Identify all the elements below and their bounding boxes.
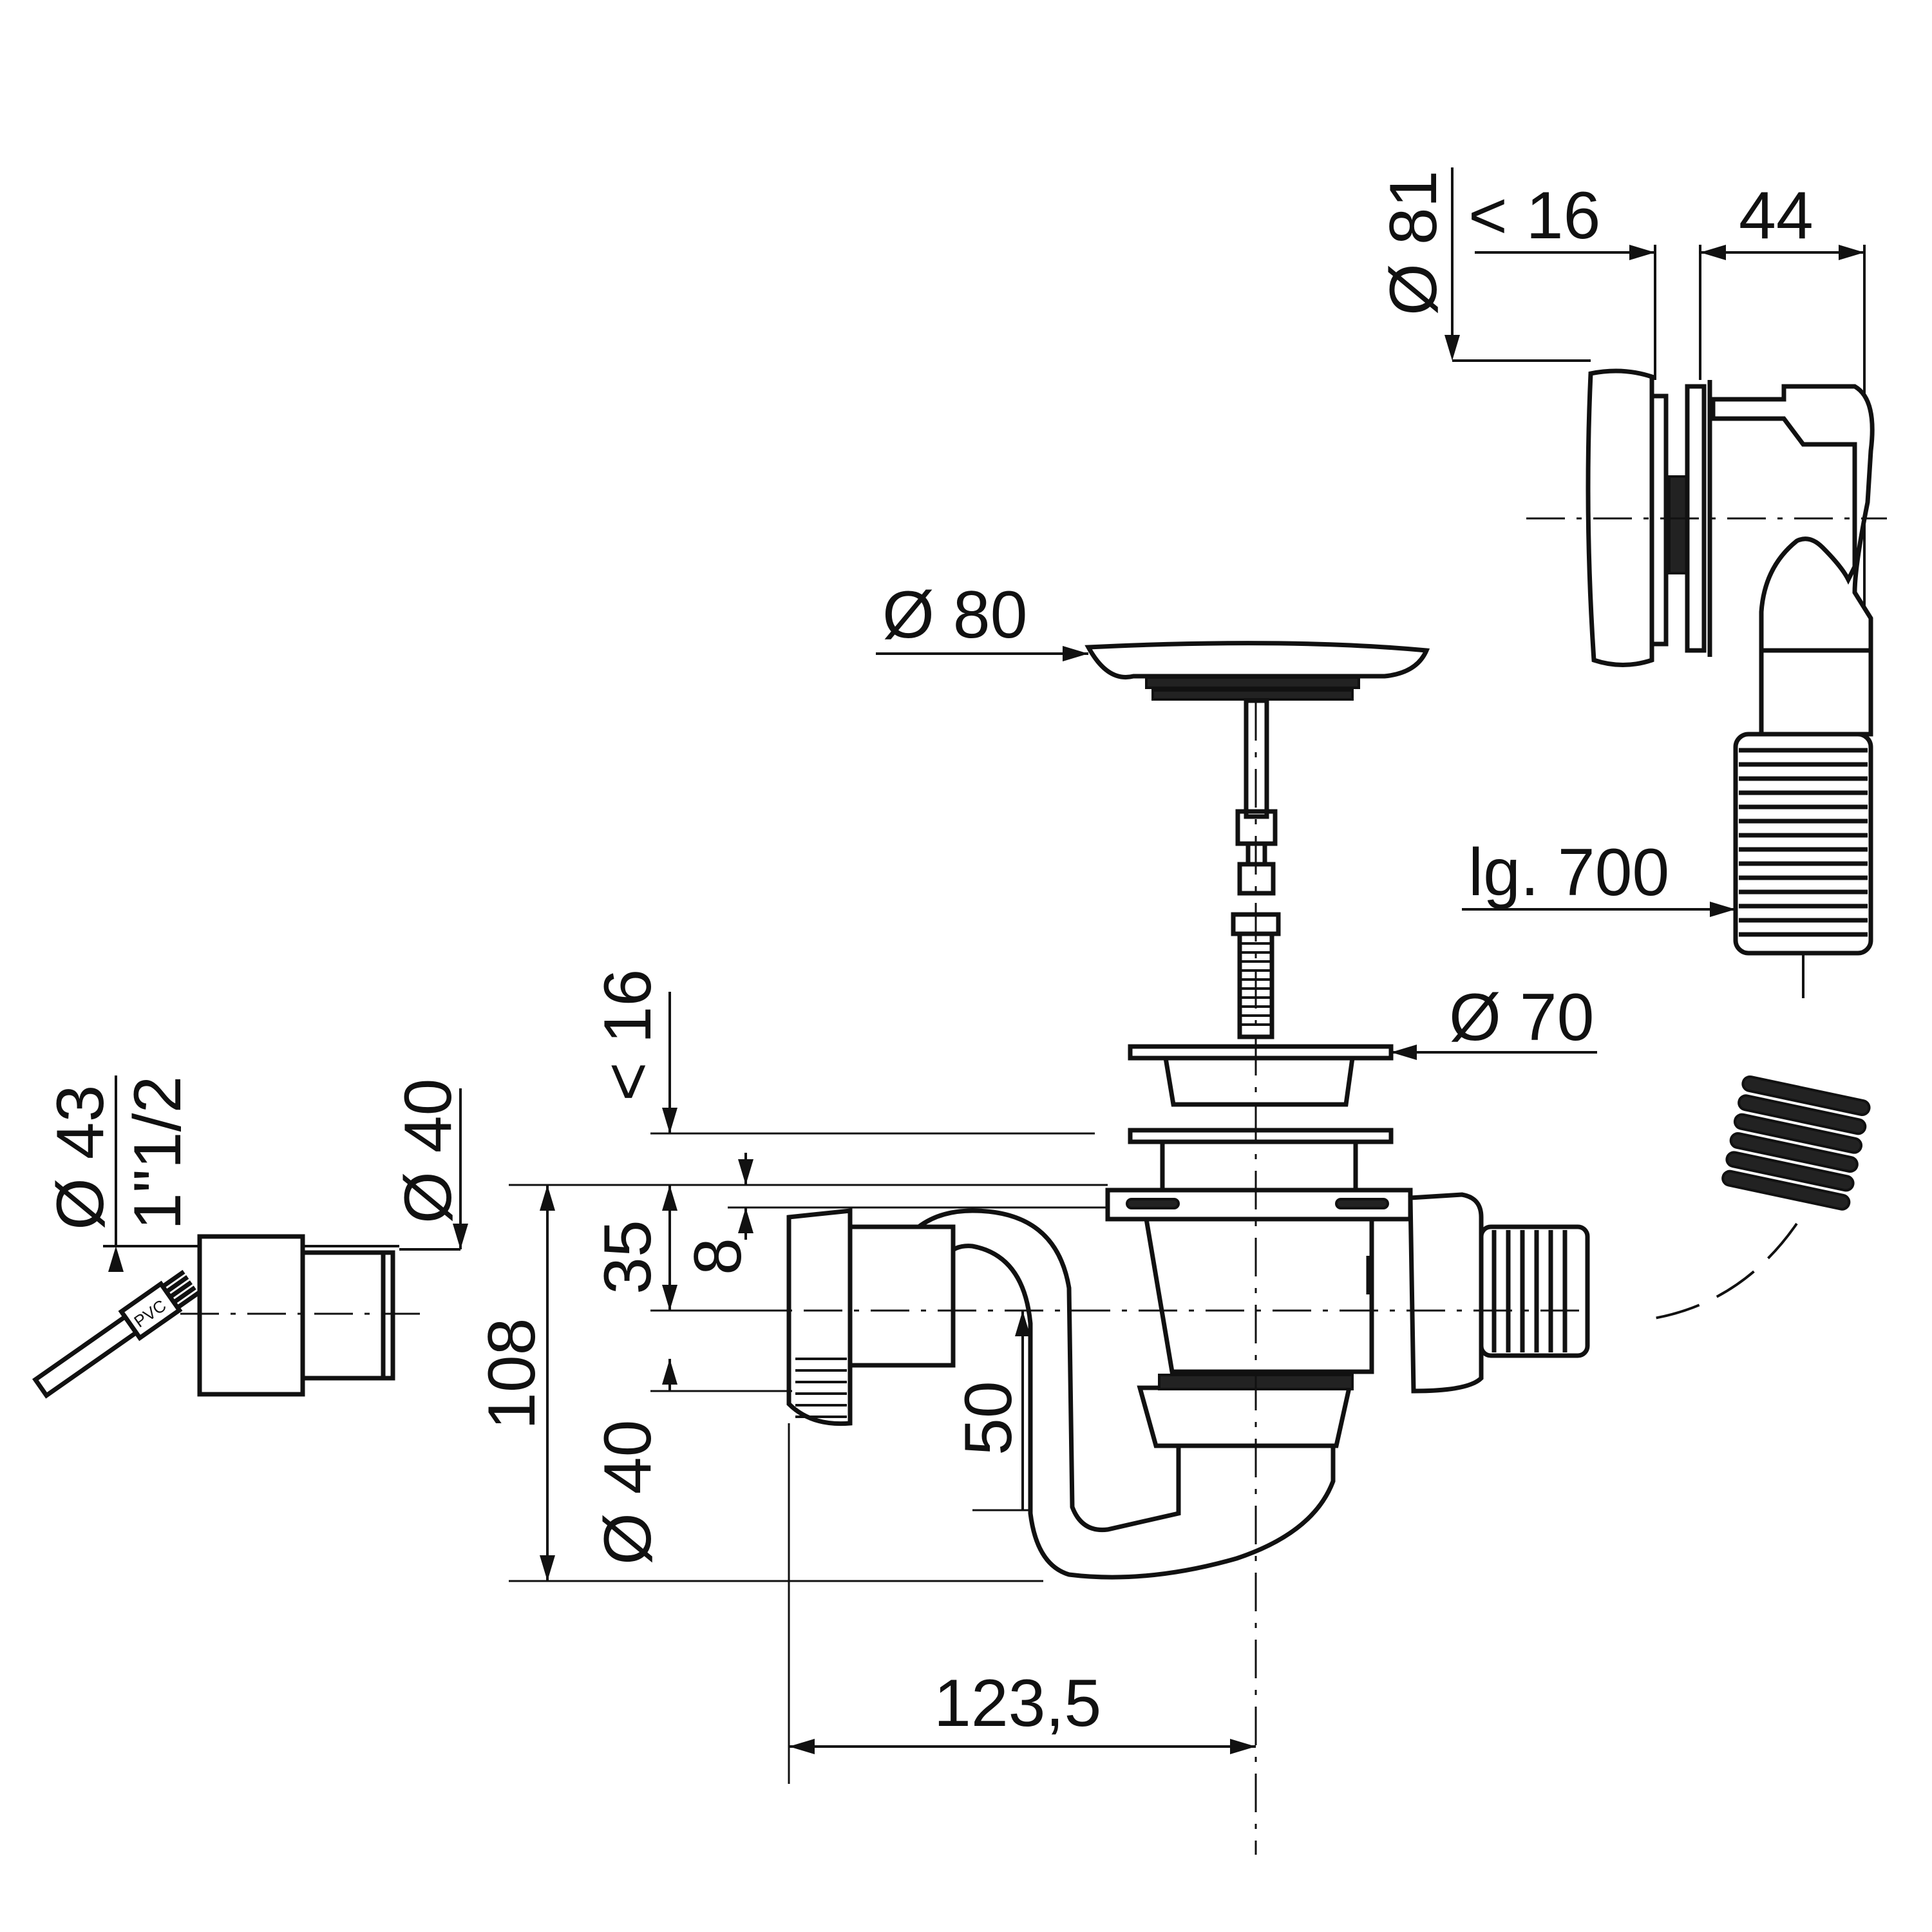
- arrow-head: [1063, 646, 1088, 661]
- label-height-35: 35: [591, 1220, 665, 1294]
- hose-coil: [1721, 1075, 1871, 1211]
- arrow-head: [1710, 902, 1736, 917]
- arrow-head: [738, 1159, 753, 1185]
- label-height-8: 8: [681, 1238, 755, 1275]
- label-horizontal-offset: 123,5: [934, 1666, 1101, 1741]
- left-dimensions: [509, 992, 1256, 1784]
- arrow-head: [540, 1185, 555, 1211]
- label-water-seal: 50: [951, 1381, 1026, 1455]
- label-overflow-projection: < 16: [1468, 178, 1600, 253]
- overflow-connector-nut: [1408, 1192, 1484, 1394]
- dimension-labels: Ø 81 < 16 44 Ø 80 lg. 700 Ø 70 < 16 35 8…: [43, 171, 1814, 1741]
- waste-assembly: [670, 702, 1597, 1855]
- waste-nut: [1137, 1385, 1352, 1448]
- overflow-elbow: [1759, 648, 1873, 737]
- plug-cap: [1084, 641, 1430, 679]
- overflow-hose-ribs: [1739, 748, 1868, 937]
- arrow-head: [108, 1246, 124, 1272]
- arrow-head: [1629, 245, 1655, 260]
- plate-slot-left: [1126, 1198, 1180, 1209]
- label-overflow-diameter: Ø 81: [1376, 171, 1451, 316]
- connector-hose-ribs: [1492, 1230, 1567, 1352]
- pvc-brush: PVC: [32, 1269, 200, 1399]
- label-adapter-thread: 1"1/2: [120, 1076, 195, 1230]
- overflow-ring: [1649, 393, 1669, 647]
- plug-seal-lower: [1151, 689, 1354, 701]
- arrow-head: [1391, 1045, 1417, 1060]
- overflow-assembly: [1444, 167, 1887, 1321]
- flange-cup: [1162, 1056, 1356, 1107]
- arrow-head: [1700, 245, 1726, 260]
- arrow-head: [1015, 1311, 1030, 1336]
- waste-body: [1143, 1217, 1374, 1374]
- outlet-nut: [786, 1208, 853, 1426]
- arrow-head: [738, 1208, 753, 1233]
- outlet-nut-ribs: [795, 1358, 847, 1418]
- arrow-head: [1839, 245, 1864, 260]
- plug-assembly: [876, 641, 1430, 1039]
- label-flange-diameter: Ø 70: [1449, 980, 1594, 1055]
- adapter-large-section: [197, 1234, 305, 1397]
- adapter-small-section: [300, 1250, 395, 1381]
- arrow-head: [453, 1224, 468, 1249]
- arrow-head: [540, 1555, 555, 1581]
- plug-stem: [1244, 698, 1269, 819]
- arrow-head: [662, 1359, 677, 1385]
- label-outlet-pipe-diameter: Ø 40: [591, 1420, 665, 1565]
- label-plug-diameter: Ø 80: [882, 578, 1027, 652]
- label-adapter-outer-diameter: Ø 43: [43, 1085, 118, 1230]
- label-hose-length: lg. 700: [1468, 835, 1669, 910]
- flange-body: [1160, 1139, 1358, 1193]
- label-height-108: 108: [475, 1318, 549, 1430]
- arrow-head: [662, 1285, 677, 1311]
- plug-seal: [1145, 676, 1360, 689]
- arrow-head: [662, 1185, 677, 1211]
- hose-route-dashed: [1642, 953, 1804, 1321]
- arrow-head: [789, 1739, 815, 1754]
- trap-bowl: [889, 1208, 1336, 1580]
- arrow-head: [1444, 335, 1460, 361]
- arrow-head: [662, 1108, 677, 1133]
- pvc-adapter: PVC: [32, 1075, 468, 1399]
- overflow-nut: [1668, 475, 1689, 574]
- arrow-head: [1230, 1739, 1256, 1754]
- plate-slot-right: [1335, 1198, 1389, 1209]
- label-adapter-inner-diameter: Ø 40: [391, 1079, 466, 1224]
- label-outlet-projection: < 16: [591, 969, 665, 1101]
- label-overflow-depth: 44: [1739, 178, 1814, 253]
- overflow-body: [1710, 384, 1875, 653]
